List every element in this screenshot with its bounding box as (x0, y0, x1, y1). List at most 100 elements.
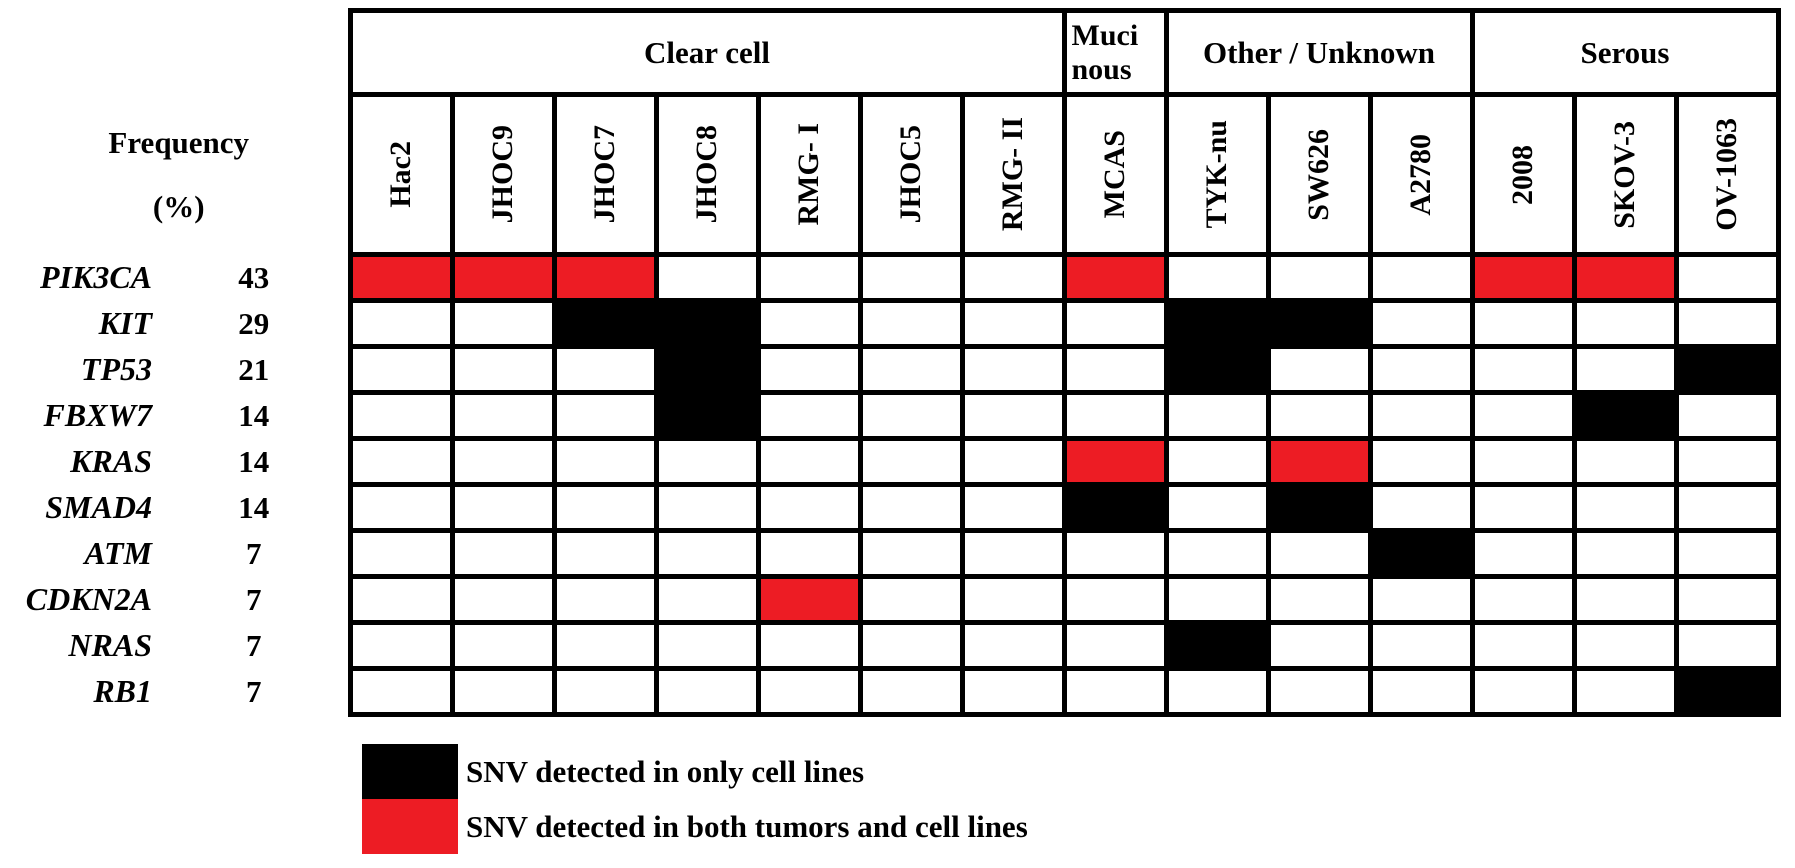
matrix-cell (1163, 436, 1271, 487)
matrix-cell (1265, 390, 1373, 441)
matrix-cell (1571, 390, 1679, 441)
matrix-cell (449, 574, 557, 625)
matrix-cell (1571, 482, 1679, 533)
matrix-cell (1061, 436, 1169, 487)
matrix-cell (653, 620, 761, 671)
matrix-cell (347, 344, 455, 395)
matrix-cell (1469, 390, 1577, 441)
gene-label: NRAS (10, 622, 160, 669)
matrix-cell (1367, 344, 1475, 395)
matrix-cell (857, 344, 965, 395)
matrix-cell (755, 252, 863, 303)
legend-label-both-tumors-and-cell-lines: SNV detected in both tumors and cell lin… (466, 809, 1028, 844)
matrix-cell (857, 666, 965, 717)
matrix-cell (1571, 252, 1679, 303)
matrix-cell (959, 344, 1067, 395)
matrix-cell (1571, 666, 1679, 717)
cell-line-label: SKOV-3 (1608, 120, 1641, 229)
gene-label: PIK3CA (10, 254, 160, 301)
legend-swatch-black-icon (362, 744, 458, 799)
cell-line-label: JHOC8 (690, 125, 723, 224)
cell-line-label: RMG- I (792, 123, 825, 226)
matrix-cell (347, 574, 455, 625)
matrix-cell (1571, 620, 1679, 671)
matrix-cell (1571, 574, 1679, 625)
group-header-other-unknown: Other / Unknown (1163, 8, 1475, 97)
matrix-cell (1163, 620, 1271, 671)
matrix-cell (1367, 436, 1475, 487)
matrix-cell (1061, 574, 1169, 625)
matrix-cell (959, 252, 1067, 303)
matrix-cell (653, 436, 761, 487)
matrix-cell (1673, 436, 1781, 487)
matrix-cell (1469, 528, 1577, 579)
mutation-heatmap-table: Clear cell Muci nous Other / Unknown Ser… (10, 8, 1781, 717)
matrix-cell (653, 528, 761, 579)
matrix-cell (959, 436, 1067, 487)
matrix-cell (1571, 344, 1679, 395)
matrix-cell (1265, 298, 1373, 349)
matrix-cell (857, 252, 965, 303)
matrix-cell (653, 390, 761, 441)
matrix-cell (1061, 482, 1169, 533)
frequency-value: 21 (160, 346, 350, 393)
matrix-cell (653, 482, 761, 533)
matrix-cell (755, 390, 863, 441)
matrix-cell (653, 252, 761, 303)
matrix-cell (653, 344, 761, 395)
frequency-value: 7 (160, 576, 350, 623)
matrix-cell (1061, 252, 1169, 303)
matrix-cell (1469, 436, 1577, 487)
frequency-value: 7 (160, 530, 350, 577)
matrix-cell (857, 574, 965, 625)
legend: SNV detected in only cell lines SNV dete… (362, 744, 1028, 854)
matrix-cell (551, 390, 659, 441)
matrix-cell (1469, 482, 1577, 533)
matrix-cell (1163, 574, 1271, 625)
gene-label: ATM (10, 530, 160, 577)
matrix-cell (551, 298, 659, 349)
gene-label: TP53 (10, 346, 160, 393)
matrix-cell (1571, 436, 1679, 487)
group-header-serous: Serous (1469, 8, 1781, 97)
gene-label: RB1 (10, 668, 160, 715)
matrix-cell (653, 666, 761, 717)
frequency-value: 43 (160, 254, 350, 301)
cell-line-label-cell: SKOV-3 (1571, 92, 1679, 257)
matrix-cell (449, 666, 557, 717)
cell-line-label: MCAS (1098, 130, 1131, 219)
matrix-cell (347, 298, 455, 349)
matrix-cell (1061, 666, 1169, 717)
matrix-cell (551, 666, 659, 717)
frequency-value: 29 (160, 300, 350, 347)
legend-label-only-cell-lines: SNV detected in only cell lines (466, 754, 865, 789)
cell-line-label-cell: TYK-nu (1163, 92, 1271, 257)
matrix-cell (1163, 528, 1271, 579)
frequency-header: Frequency (%) (10, 94, 350, 255)
cell-line-label-cell: JHOC9 (449, 92, 557, 257)
matrix-cell (1265, 436, 1373, 487)
matrix-cell (1163, 298, 1271, 349)
matrix-cell (1265, 252, 1373, 303)
matrix-cell (959, 574, 1067, 625)
frequency-value: 7 (160, 668, 350, 715)
matrix-cell (1061, 528, 1169, 579)
matrix-cell (1673, 390, 1781, 441)
matrix-cell (755, 298, 863, 349)
matrix-cell (1367, 298, 1475, 349)
cell-line-label-cell: A2780 (1367, 92, 1475, 257)
matrix-cell (1469, 620, 1577, 671)
matrix-cell (857, 482, 965, 533)
matrix-cell (1367, 574, 1475, 625)
cell-line-label: A2780 (1404, 133, 1437, 216)
matrix-cell (1469, 574, 1577, 625)
matrix-cell (1367, 482, 1475, 533)
matrix-cell (857, 390, 965, 441)
gene-label: KIT (10, 300, 160, 347)
